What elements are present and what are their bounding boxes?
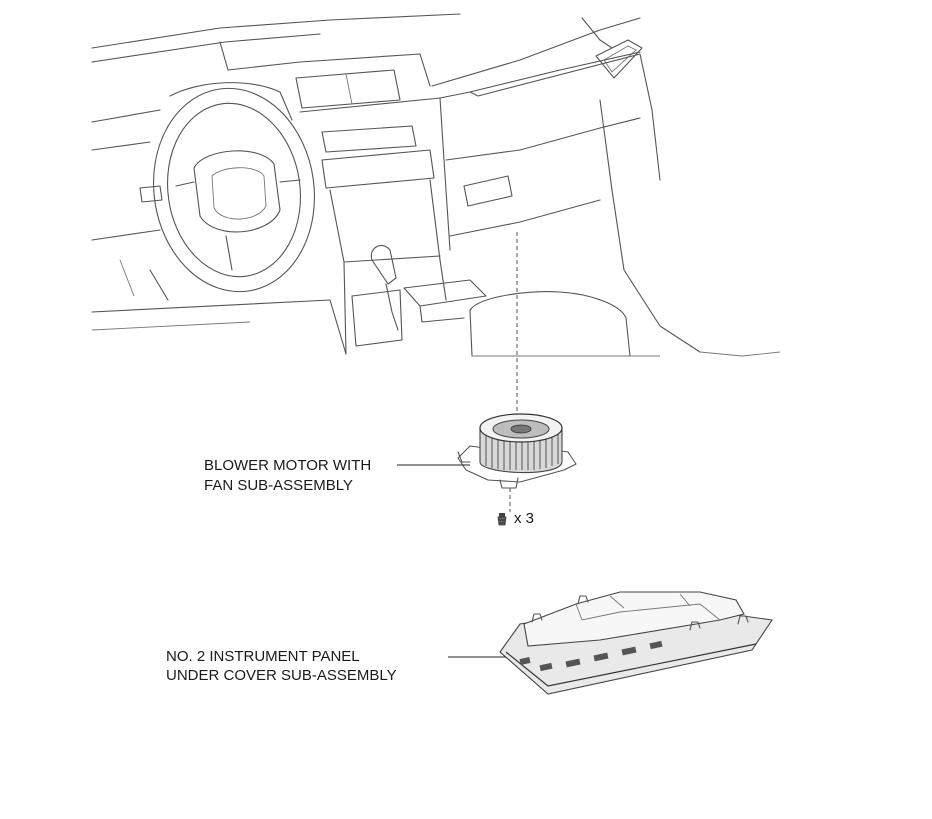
blower-label-line2: FAN SUB-ASSEMBLY xyxy=(204,477,353,494)
panel-label-line1: NO. 2 INSTRUMENT PANEL xyxy=(166,648,360,665)
screw-count-label: x 3 xyxy=(514,510,535,527)
blower-label-line1: BLOWER MOTOR WITH xyxy=(204,457,372,474)
panel-label-line2: UNDER COVER SUB-ASSEMBLY xyxy=(166,667,397,684)
dashboard-illustration xyxy=(91,13,781,357)
under-cover-illustration xyxy=(499,591,773,695)
blower-motor-illustration xyxy=(457,413,577,489)
screw-icon xyxy=(497,513,507,526)
